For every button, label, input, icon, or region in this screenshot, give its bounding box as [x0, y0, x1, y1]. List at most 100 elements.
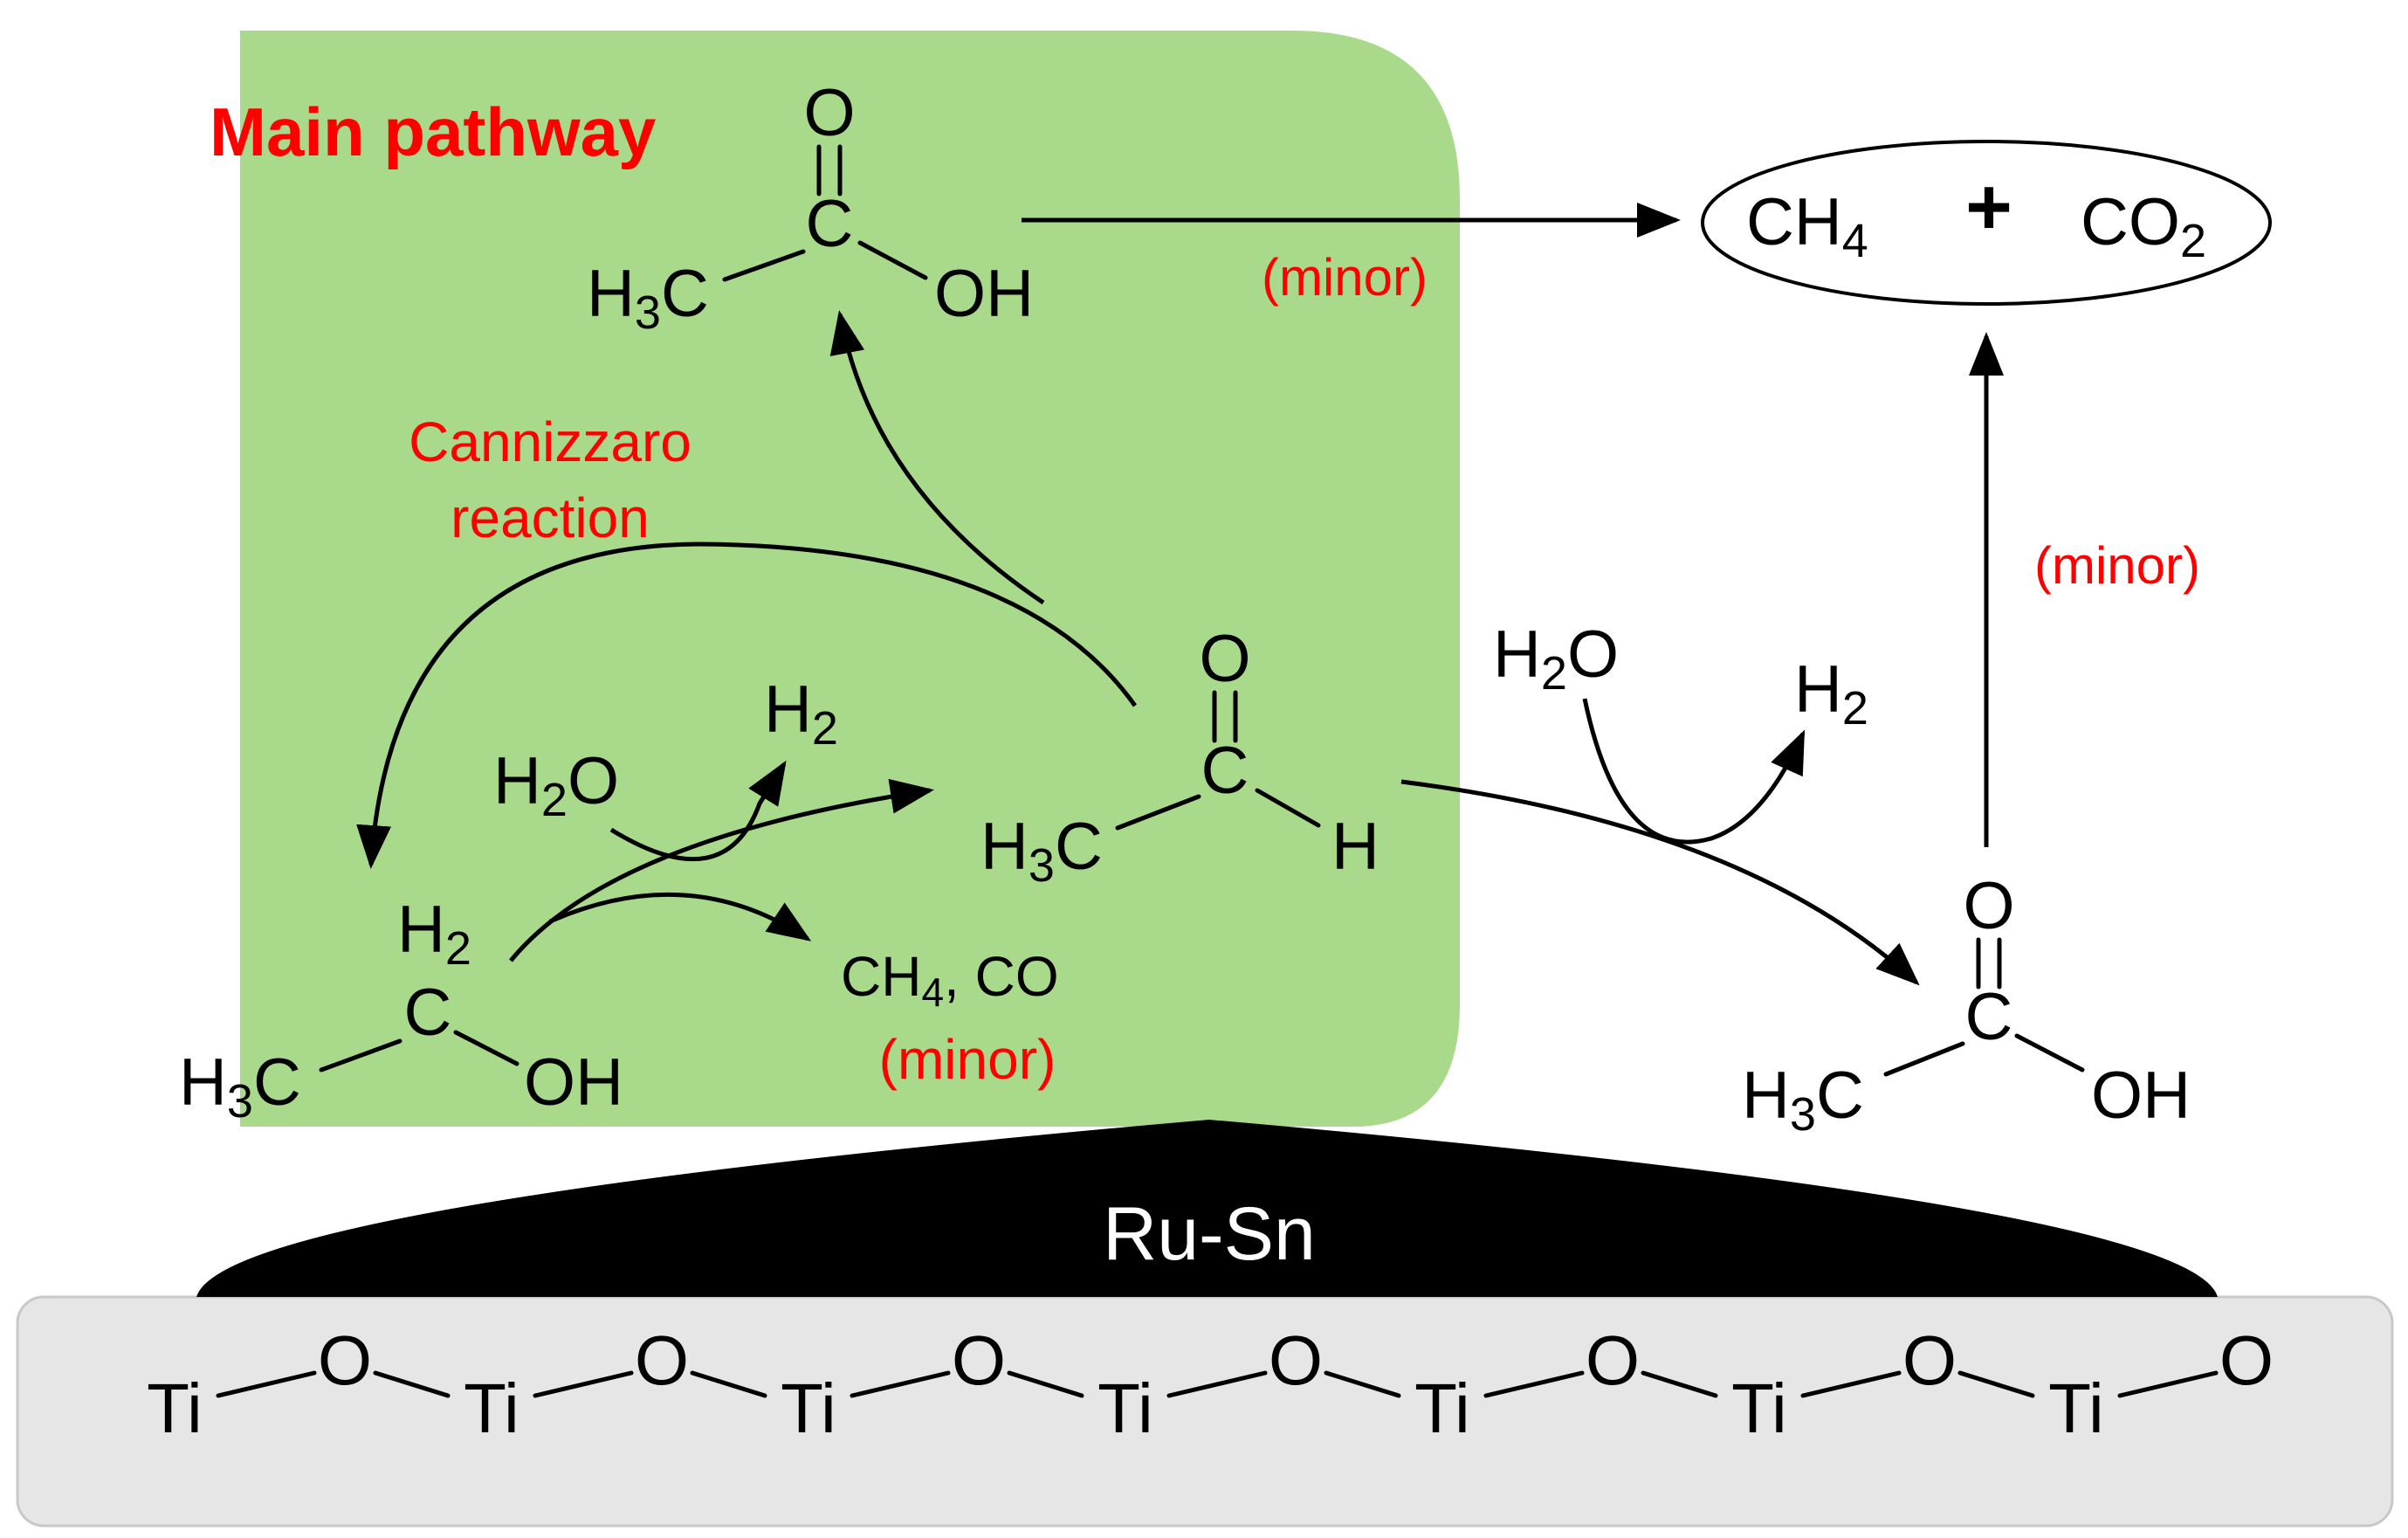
cannizzaro-label-1: Cannizzaro: [409, 410, 691, 473]
atom-o: O: [635, 1321, 689, 1399]
atom-c: C: [1201, 734, 1249, 808]
subscript-2: 2: [541, 774, 568, 826]
methyl-group: H3C: [980, 810, 1103, 892]
subscript-3: 3: [1029, 839, 1055, 892]
atom-c: C: [1055, 810, 1103, 884]
atom-ti: Ti: [2048, 1369, 2104, 1447]
comma-co-text: , CO: [944, 945, 1059, 1008]
methyl-group: H3C: [587, 257, 709, 339]
o-ti-bond: [1641, 1370, 1718, 1398]
minor-label-top: (minor): [1262, 248, 1428, 307]
water-right: H2O: [1493, 617, 1619, 700]
ti-o-bond: [1800, 1370, 1902, 1398]
hydrogen-right: H2: [1794, 652, 1868, 735]
atom-ti: Ti: [1731, 1369, 1787, 1447]
product-co2: CO2: [2081, 185, 2206, 267]
atom-o: O: [1963, 869, 2014, 943]
methylene-h2: H2: [397, 893, 471, 975]
atom-h: H: [980, 810, 1029, 884]
subscript-3: 3: [227, 1075, 253, 1128]
atom-h: H: [493, 744, 541, 818]
product-ch4-text: CH: [1746, 185, 1842, 259]
hydroxyl-group: OH: [934, 257, 1034, 331]
atom-o: O: [1586, 1321, 1640, 1399]
subscript-2: 2: [1541, 647, 1567, 700]
hydroxyl-group: OH: [524, 1045, 623, 1120]
atom-c: C: [806, 187, 854, 261]
ti-o-chain: Ti O Ti O Ti O Ti O Ti O Ti O Ti O: [147, 1321, 2274, 1447]
subscript-4: 4: [921, 969, 944, 1015]
subscript-2: 2: [812, 702, 838, 755]
acetaldehyde: O C H3C H: [980, 622, 1379, 892]
ti-o-bond: [533, 1370, 634, 1398]
ti-o-bond: [216, 1370, 317, 1398]
product-ch4: CH4: [1746, 185, 1868, 267]
subscript-4: 4: [1842, 215, 1868, 267]
o-ti-bond: [1957, 1370, 2035, 1398]
ti-o-bond: [1483, 1370, 1585, 1398]
ti-o-bond: [2117, 1370, 2219, 1398]
ti-o-bond: [1166, 1370, 1268, 1398]
atom-h: H: [1331, 810, 1379, 884]
hydroxyl-group: OH: [2091, 1059, 2191, 1133]
water-left: H2O: [493, 744, 619, 826]
atom-c: C: [404, 976, 452, 1050]
atom-h: H: [764, 672, 812, 747]
ch4-co-byproduct: CH4, CO: [841, 945, 1059, 1015]
atom-ti: Ti: [1414, 1369, 1470, 1447]
atom-o: O: [318, 1321, 372, 1399]
atom-h: H: [179, 1045, 227, 1120]
arrow-cannizzaro-up: [829, 310, 1045, 605]
atom-o: O: [1199, 622, 1250, 696]
atom-o: O: [2219, 1321, 2274, 1399]
minor-label-right: (minor): [2034, 536, 2200, 595]
subscript-2: 2: [2180, 215, 2206, 267]
ti-o-bond: [850, 1370, 951, 1398]
arrow-oxidation-right: [1400, 779, 1920, 986]
subscript-2: 2: [445, 922, 471, 975]
o-ti-bond: [373, 1370, 451, 1398]
cannizzaro-label-2: reaction: [451, 486, 650, 549]
ethanol: H2 C H3C OH: [179, 893, 623, 1128]
product-co2-text: CO: [2081, 185, 2180, 259]
acetic-acid-right: O C H3C OH: [1742, 869, 2191, 1141]
atom-h: H: [1742, 1059, 1790, 1133]
arrow-decomposition-minor: [548, 892, 812, 941]
atom-c: C: [253, 1045, 301, 1120]
atom-o: O: [568, 744, 619, 818]
plus-sign: +: [1965, 162, 2012, 252]
ru-sn-catalyst: [196, 1120, 2218, 1297]
main-pathway-title: Main pathway: [210, 93, 656, 170]
arrow-water-right: [1582, 698, 1806, 845]
subscript-3: 3: [635, 286, 661, 339]
arrow-water-left: [609, 760, 787, 862]
atom-ti: Ti: [781, 1369, 836, 1447]
o-ti-bond: [1324, 1370, 1401, 1398]
atom-o: O: [1269, 1321, 1323, 1399]
atom-c: C: [1965, 980, 2013, 1054]
o-ti-bond: [1007, 1370, 1084, 1398]
atom-h: H: [1794, 652, 1842, 727]
atom-o: O: [1567, 617, 1619, 692]
methyl-group: H3C: [1742, 1059, 1864, 1141]
atom-c: C: [661, 257, 709, 331]
subscript-2: 2: [1842, 682, 1868, 735]
atom-o: O: [803, 76, 855, 150]
arrow-cannizzaro-down: [356, 541, 1138, 869]
acetic-acid-top: O C H3C OH: [587, 76, 1034, 339]
o-ti-bond: [690, 1370, 767, 1398]
atom-h: H: [587, 257, 635, 331]
minor-label-byproduct: (minor): [879, 1028, 1056, 1091]
atom-ti: Ti: [464, 1369, 519, 1447]
atom-h: H: [1493, 617, 1541, 692]
atom-ti: Ti: [1097, 1369, 1153, 1447]
atom-ti: Ti: [147, 1369, 203, 1447]
tio2-support: [16, 1295, 2394, 1528]
atom-o: O: [1902, 1321, 1957, 1399]
atom-o: O: [952, 1321, 1006, 1399]
atom-c: C: [1816, 1059, 1864, 1133]
ch-text: CH: [841, 945, 921, 1008]
methyl-group: H3C: [179, 1045, 301, 1128]
subscript-3: 3: [1790, 1088, 1816, 1141]
